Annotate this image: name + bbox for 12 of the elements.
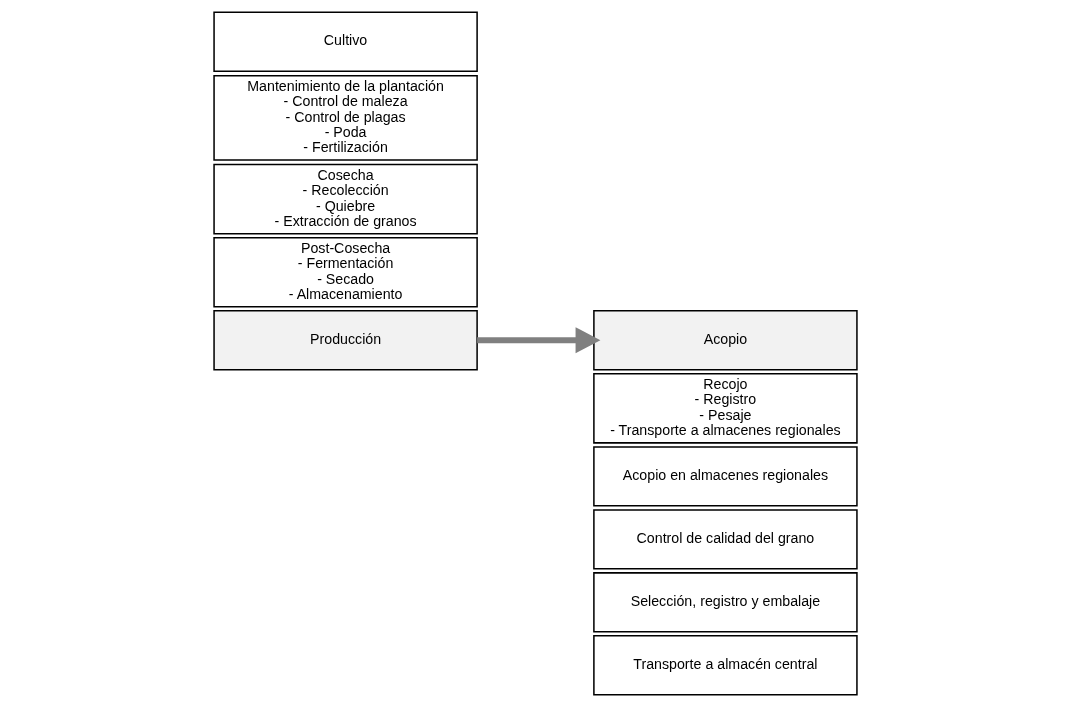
- node-box: Post-Cosecha - Fermentación - Secado - Almacenamiento: [212, 236, 478, 308]
- node-box: Cosecha - Recolección - Quiebre - Extracción de granos: [212, 163, 478, 235]
- node-box: Selección, registro y embalaje: [592, 572, 858, 633]
- node-box: Transporte a almacén central: [592, 635, 858, 696]
- node-box: Cultivo: [212, 11, 478, 72]
- node-box: Acopio en almacenes regionales: [592, 446, 858, 507]
- arrow: [476, 327, 600, 354]
- node-box: Control de calidad del grano: [592, 509, 858, 570]
- node-box: Recojo - Registro - Pesaje - Transporte a almacenes regionales: [592, 373, 858, 444]
- node-box: Acopio: [592, 310, 858, 371]
- node-box: Producción: [212, 310, 478, 371]
- node-box: Mantenimiento de la plantación - Control de maleza - Control de plagas - Poda - Fertilización: [212, 74, 478, 161]
